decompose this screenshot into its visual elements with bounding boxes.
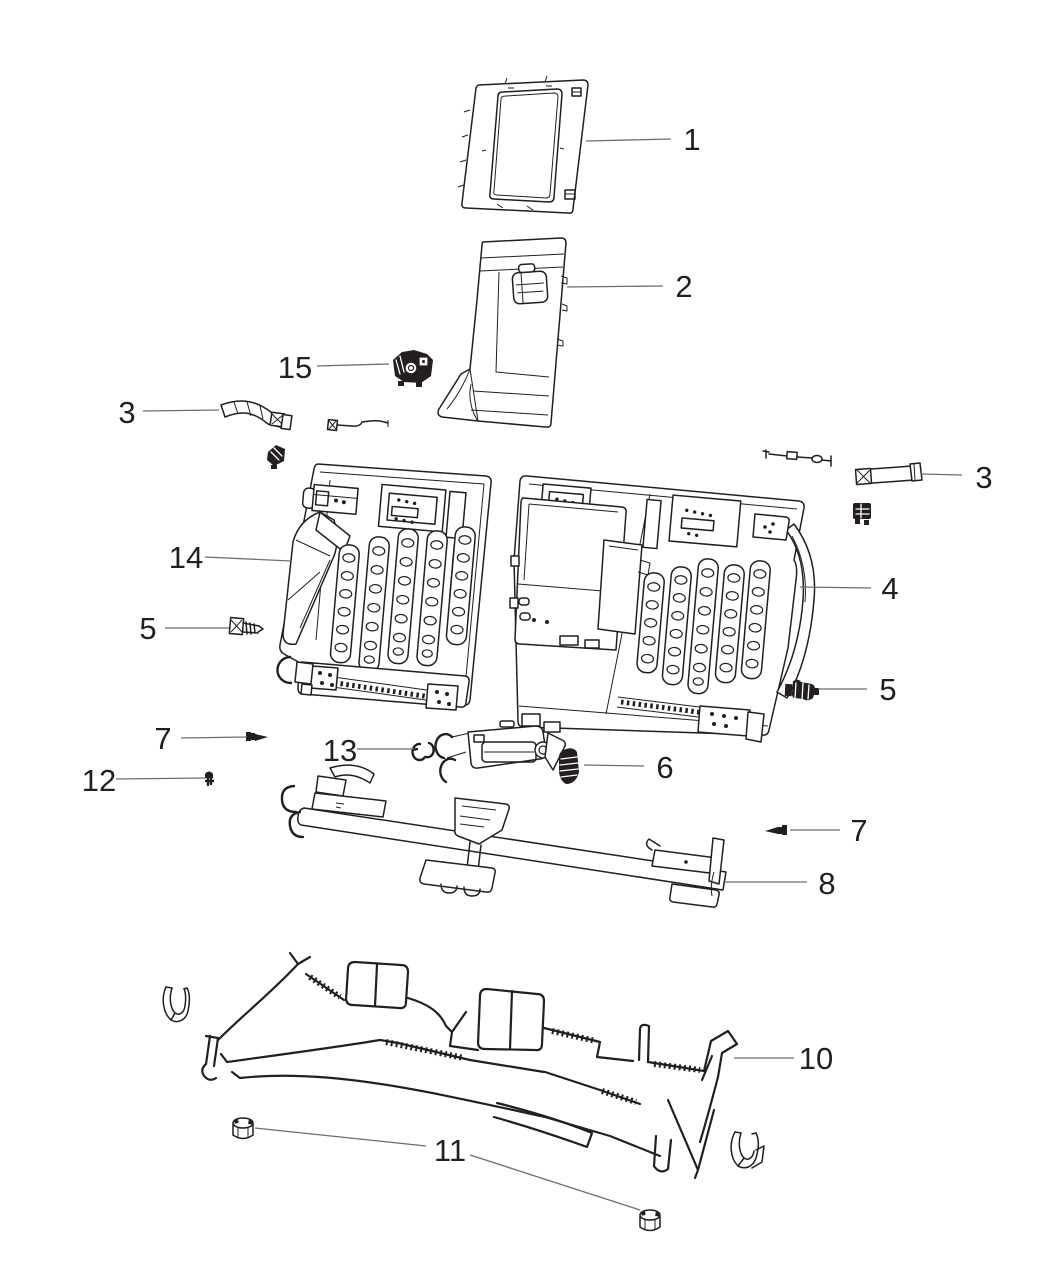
leader-line-7-left xyxy=(180,736,248,739)
trim-cup-left xyxy=(162,986,191,1023)
callout-12: 12 xyxy=(82,763,116,798)
callout-5-left: 5 xyxy=(139,611,156,646)
leader-line-4 xyxy=(799,586,872,589)
trim-cup-right xyxy=(730,1131,765,1169)
release-cable-right xyxy=(762,449,832,467)
part-8-crossmember xyxy=(280,764,727,908)
part-3-strap-left xyxy=(220,400,293,431)
part-1-bezel-panel xyxy=(457,75,589,214)
clip-bracket-right xyxy=(853,503,871,525)
leader-line-14 xyxy=(204,556,292,562)
callout-8: 8 xyxy=(818,866,835,901)
callout-6: 6 xyxy=(656,750,673,785)
part-5-bolt-right xyxy=(784,679,819,701)
part-2-armrest-back-panel xyxy=(437,237,568,428)
part-5-bolt-left xyxy=(228,616,264,636)
leader-line-15 xyxy=(316,363,390,367)
part-11-grommet-right xyxy=(639,1209,661,1232)
leader-line-11b xyxy=(469,1154,641,1211)
leader-line-6 xyxy=(583,764,645,767)
center-latch-bracket xyxy=(434,720,567,784)
callout-11: 11 xyxy=(434,1133,466,1168)
callout-13: 13 xyxy=(323,733,357,768)
callout-7-left: 7 xyxy=(154,721,171,756)
part-11-grommet-left xyxy=(232,1117,254,1140)
part-3-strap-right xyxy=(854,462,923,486)
part-13-clip xyxy=(411,741,435,762)
leader-line-12 xyxy=(115,777,207,780)
part-10-wire-frame xyxy=(201,951,739,1180)
release-cable-left xyxy=(326,418,389,432)
leader-line-1 xyxy=(585,138,672,142)
callout-3-left: 3 xyxy=(118,395,135,430)
leader-line-2 xyxy=(566,285,664,288)
callout-3-right: 3 xyxy=(975,460,992,495)
part-7-screw-right xyxy=(765,825,787,835)
part-15-latch xyxy=(393,350,433,387)
part-12-push-pin xyxy=(204,771,215,787)
leader-line-3-right xyxy=(920,473,963,476)
leader-line-3-left xyxy=(142,409,220,412)
part-4-seatback-frame-right xyxy=(509,475,816,743)
callout-1: 1 xyxy=(683,122,700,157)
part-7-screw-left xyxy=(246,732,268,741)
callout-4: 4 xyxy=(881,571,898,606)
leader-line-11a xyxy=(254,1127,427,1147)
callout-10: 10 xyxy=(799,1041,833,1076)
callout-2: 2 xyxy=(675,269,692,304)
callout-14: 14 xyxy=(169,540,203,575)
callout-15: 15 xyxy=(278,350,312,385)
part-6-grommet xyxy=(559,748,579,784)
callout-5-right: 5 xyxy=(879,672,896,707)
part-14-seatback-frame-left xyxy=(276,463,492,711)
callout-7-right: 7 xyxy=(850,813,867,848)
clip-bracket-left xyxy=(267,445,285,469)
